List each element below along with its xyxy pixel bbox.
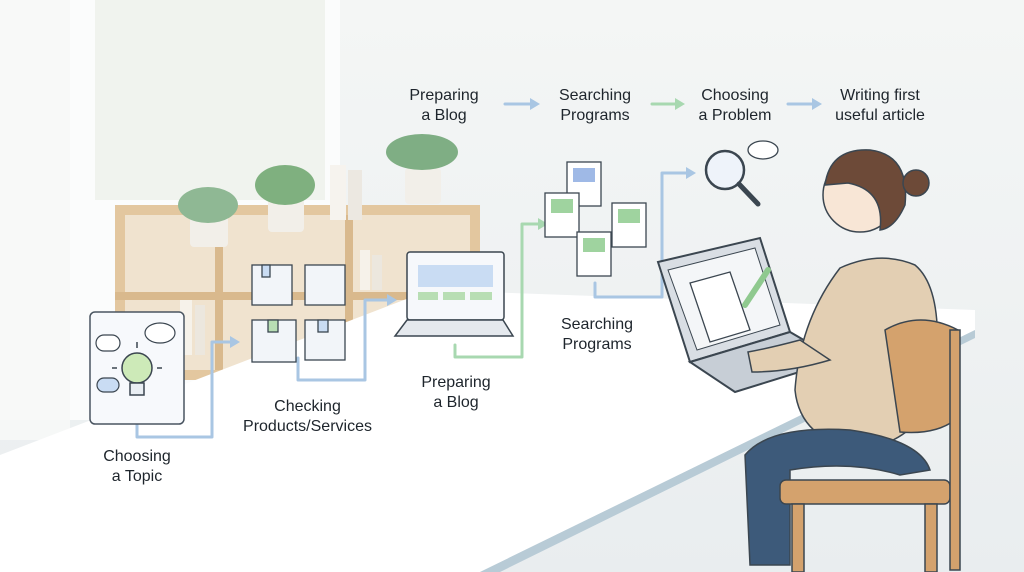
arrowhead-3 bbox=[538, 218, 548, 230]
connector-arrow-3 bbox=[453, 222, 542, 359]
curtain bbox=[0, 0, 70, 440]
header-step-searching-programs: Searching Programs bbox=[558, 87, 632, 124]
header-arrowhead-2 bbox=[675, 98, 685, 110]
path-step-checking-products: Checking Products/Services bbox=[243, 398, 372, 435]
box-icon bbox=[304, 319, 346, 361]
pen-icon bbox=[742, 267, 771, 308]
plant-pots bbox=[178, 134, 458, 247]
program-documents bbox=[544, 161, 647, 277]
laptop-icon bbox=[393, 251, 515, 337]
thought-cloud-icon bbox=[144, 322, 176, 344]
document-icon bbox=[611, 202, 647, 248]
path-step-choosing-topic: Choosing a Topic bbox=[103, 448, 171, 485]
product-boxes bbox=[251, 264, 346, 363]
header-arrowhead-1 bbox=[530, 98, 540, 110]
user-laptop bbox=[656, 236, 841, 394]
header-step-choosing-problem: Choosing a Problem bbox=[698, 87, 772, 124]
arrowhead-2 bbox=[387, 294, 397, 306]
chair bbox=[779, 319, 961, 572]
arrowhead-4 bbox=[686, 167, 696, 179]
header-step-writing-article: Writing first useful article bbox=[835, 87, 925, 124]
magnifier-icon bbox=[704, 140, 779, 207]
header-step-preparing-blog: Preparing a Blog bbox=[409, 87, 479, 124]
person-hair bbox=[824, 149, 907, 231]
person-arm bbox=[747, 339, 832, 373]
connector-arrow-2 bbox=[296, 298, 392, 382]
document-icon bbox=[544, 192, 580, 238]
header-arrowhead-3 bbox=[812, 98, 822, 110]
connector-arrow-4 bbox=[593, 171, 690, 299]
box-icon bbox=[304, 264, 346, 306]
document-icon bbox=[576, 231, 612, 277]
arrowhead-1 bbox=[230, 336, 240, 348]
path-step-searching-programs: Searching Programs bbox=[560, 316, 634, 353]
box-icon bbox=[251, 319, 297, 363]
connector-arrow-1 bbox=[135, 340, 234, 439]
lightbulb-icon bbox=[112, 342, 162, 396]
topic-card bbox=[89, 311, 185, 425]
person-jeans bbox=[744, 428, 931, 566]
person-hair-bun bbox=[902, 169, 930, 197]
document-icon bbox=[689, 271, 751, 343]
path-step-preparing-blog: Preparing a Blog bbox=[421, 374, 491, 411]
speech-bubble-icon bbox=[95, 334, 121, 393]
box-icon bbox=[251, 264, 293, 306]
